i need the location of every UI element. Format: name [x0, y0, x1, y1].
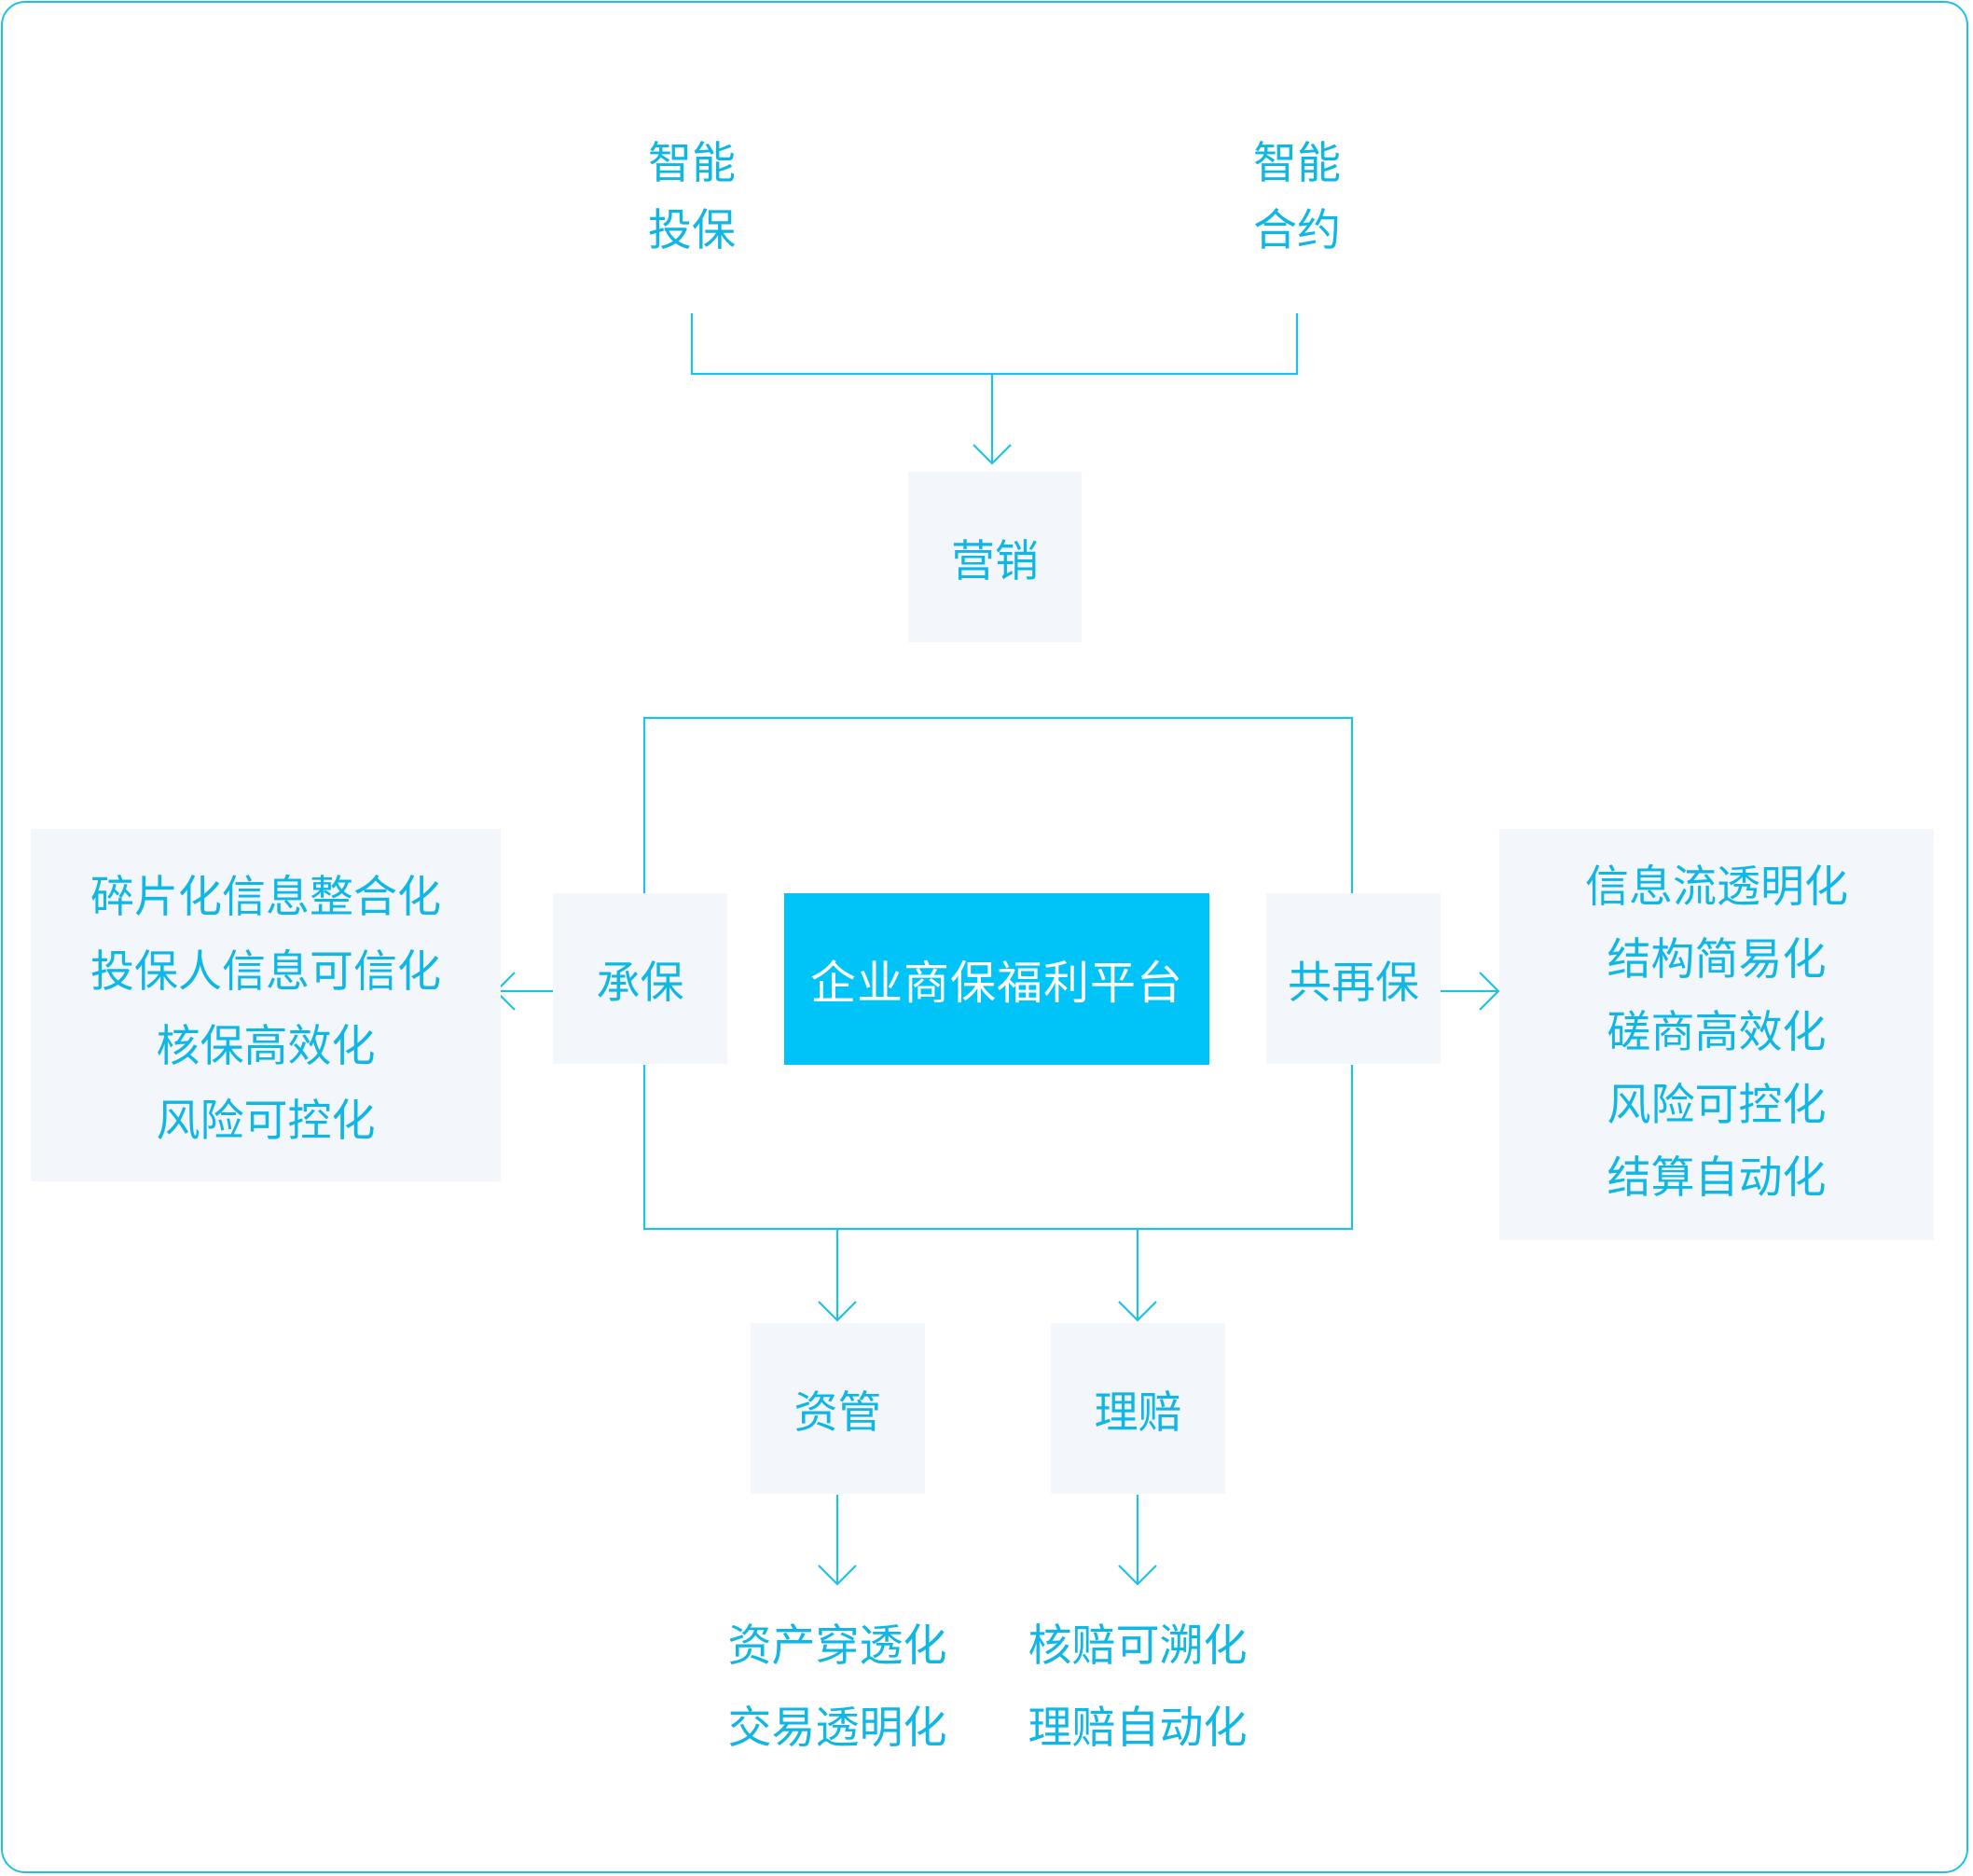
- asset-mgmt-node: 资管: [751, 1323, 925, 1494]
- claims-label: 理赔: [1094, 1387, 1182, 1439]
- underwriting-feature-4: 风险可控化: [156, 1096, 376, 1147]
- underwriting-feature-3: 核保高效化: [156, 1021, 376, 1072]
- arrow-to-marketing: [973, 374, 1012, 465]
- coreinsurance-feature-5: 结算自动化: [1607, 1152, 1827, 1204]
- claims-feature-2: 理赔自动化: [1028, 1703, 1248, 1754]
- claims-feature-1: 核赔可溯化: [1028, 1621, 1248, 1672]
- smart-insurance-line-2: 投保: [648, 205, 736, 256]
- smart-insurance-line-1: 智能: [648, 138, 736, 189]
- arrow-to-asset-features: [818, 1495, 857, 1586]
- smart-contract-line-2: 合约: [1253, 205, 1341, 256]
- coreinsurance-feature-1: 信息流透明化: [1585, 862, 1848, 913]
- claims-features-list: 核赔可溯化 理赔自动化: [998, 1606, 1277, 1770]
- claims-node: 理赔: [1051, 1323, 1225, 1494]
- coreinsurance-feature-4: 风险可控化: [1607, 1080, 1827, 1131]
- underwriting-features-list: 碎片化信息整合化 投保人信息可信化 核保高效化 风险可控化: [31, 861, 501, 1159]
- arrow-to-asset-mgmt: [818, 1229, 857, 1322]
- coreinsurance-feature-3: 磋商高效化: [1607, 1007, 1827, 1058]
- platform-node: 企业商保福利平台: [784, 893, 1209, 1065]
- smart-contract-label: 智能 合约: [1232, 131, 1362, 265]
- smart-contract-line-1: 智能: [1253, 138, 1341, 189]
- smart-insurance-label: 智能 投保: [627, 131, 757, 265]
- coreinsurance-label: 共再保: [1288, 958, 1419, 1009]
- asset-mgmt-label: 资管: [793, 1387, 882, 1439]
- top-merge-line: [690, 313, 1299, 376]
- platform-loop: [642, 716, 1354, 1231]
- coreinsurance-feature-2: 结构简易化: [1607, 934, 1827, 986]
- asset-feature-2: 交易透明化: [727, 1703, 947, 1754]
- underwriting-feature-2: 投保人信息可信化: [90, 946, 441, 998]
- underwriting-features-panel: 碎片化信息整合化 投保人信息可信化 核保高效化 风险可控化: [31, 829, 501, 1181]
- arrow-to-claims: [1118, 1229, 1157, 1322]
- marketing-node: 营销: [908, 472, 1082, 642]
- underwriting-node: 承保: [553, 893, 727, 1064]
- arrow-to-coreinsurance-features: [1441, 972, 1500, 1011]
- arrow-to-claims-features: [1118, 1495, 1157, 1586]
- marketing-label: 营销: [951, 536, 1039, 587]
- underwriting-feature-1: 碎片化信息整合化: [90, 872, 441, 923]
- asset-feature-1: 资产穿透化: [727, 1621, 947, 1672]
- asset-features-list: 资产穿透化 交易透明化: [697, 1606, 977, 1770]
- underwriting-label: 承保: [596, 958, 684, 1009]
- coreinsurance-features-list: 信息流透明化 结构简易化 磋商高效化 风险可控化 结算自动化: [1499, 851, 1934, 1215]
- coreinsurance-node: 共再保: [1266, 893, 1441, 1064]
- coreinsurance-features-panel: 信息流透明化 结构简易化 磋商高效化 风险可控化 结算自动化: [1499, 829, 1934, 1240]
- arrow-to-underwriting-features: [494, 972, 553, 1011]
- platform-label: 企业商保福利平台: [809, 956, 1183, 1010]
